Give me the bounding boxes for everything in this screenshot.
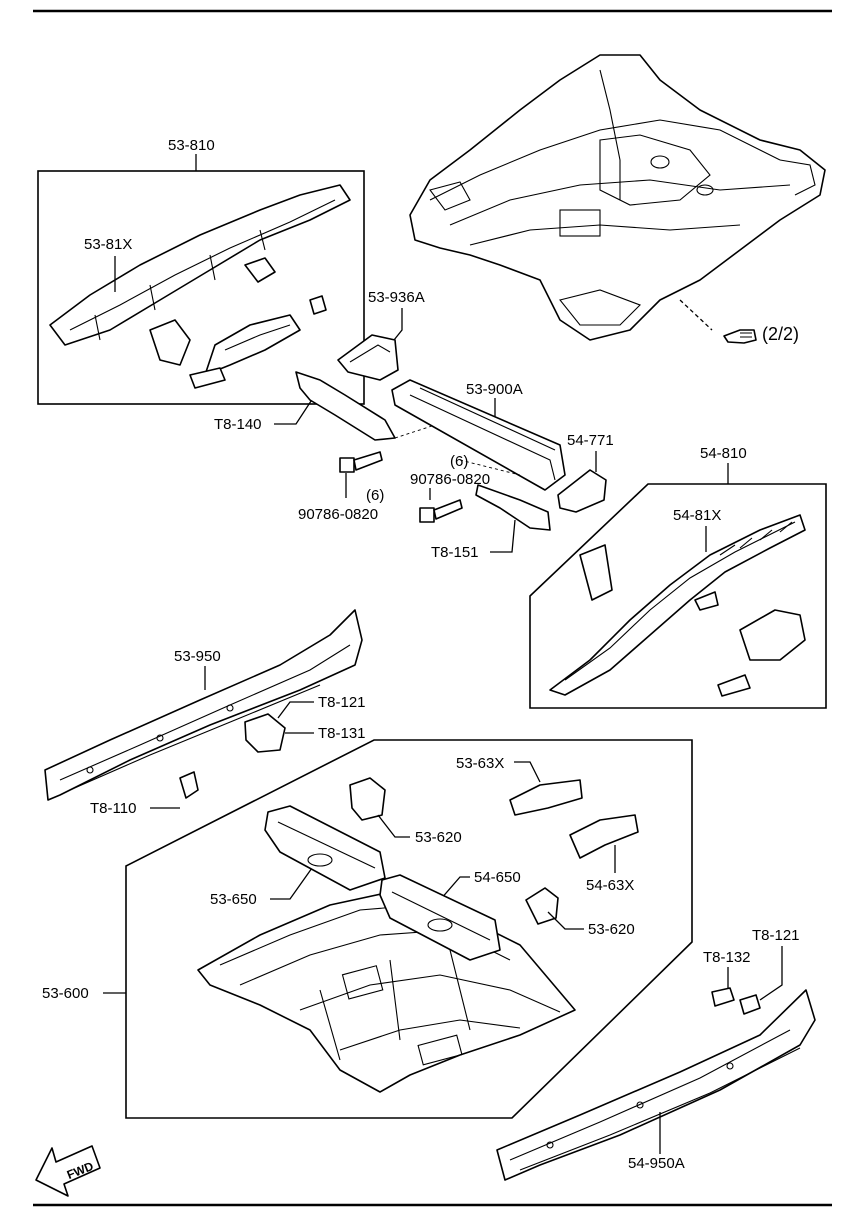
label-bolt-upper: 90786-0820 bbox=[298, 506, 378, 523]
label-53-950: 53-950 bbox=[174, 648, 221, 665]
label-bolt-lower-qty: (6) bbox=[450, 453, 468, 470]
label-53-650: 53-650 bbox=[210, 891, 257, 908]
brace-t8-151 bbox=[475, 484, 551, 531]
label-t8-110: T8-110 bbox=[90, 800, 136, 817]
crossmember-54-650 bbox=[379, 874, 501, 961]
ref-label: (2/2) bbox=[762, 324, 799, 344]
label-t8-121-left: T8-121 bbox=[318, 694, 366, 711]
reinforcement-t8-132 bbox=[711, 987, 735, 1007]
bracket-53-63x bbox=[509, 779, 583, 816]
bracket-53-936a bbox=[337, 334, 399, 381]
leader-t8-151 bbox=[490, 519, 516, 553]
bolt-upper bbox=[339, 451, 383, 473]
brace-t8-140 bbox=[295, 371, 396, 441]
bracket-54-771 bbox=[557, 469, 607, 513]
fwd-arrow-icon: FWD bbox=[35, 1145, 101, 1197]
ref-leader bbox=[679, 299, 713, 331]
bracket-53-620-upper bbox=[349, 777, 386, 821]
label-53-600: 53-600 bbox=[42, 985, 89, 1002]
rear-side-frame-left bbox=[49, 184, 351, 389]
label-t8-121-right: T8-121 bbox=[752, 927, 800, 944]
label-t8-132: T8-132 bbox=[703, 949, 751, 966]
label-53-620-lower: 53-620 bbox=[588, 921, 635, 938]
rear-side-frame-right bbox=[549, 514, 806, 697]
group-box-53-600 bbox=[125, 739, 693, 1119]
pointing-hand-icon bbox=[723, 329, 757, 344]
leader-t8-121-left bbox=[277, 701, 314, 719]
label-53-620-upper: 53-620 bbox=[415, 829, 462, 846]
label-54-63x: 54-63X bbox=[586, 877, 634, 894]
label-bolt-upper-qty: (6) bbox=[366, 487, 384, 504]
label-53-936a: 53-936A bbox=[368, 289, 425, 306]
crossmember-53-900a bbox=[391, 379, 566, 491]
label-53-900a: 53-900A bbox=[466, 381, 523, 398]
bracket-53-620-lower bbox=[525, 887, 559, 925]
label-54-950a: 54-950A bbox=[628, 1155, 685, 1172]
leader-53-63x bbox=[514, 761, 541, 783]
leader-t8-140 bbox=[274, 394, 316, 425]
side-sill-53-950 bbox=[44, 609, 363, 801]
leader-53-620-lower bbox=[547, 911, 584, 930]
label-54-81x: 54-81X bbox=[673, 507, 721, 524]
floor-pan-53-600 bbox=[197, 889, 576, 1093]
crossmember-53-650 bbox=[264, 805, 386, 891]
leader-54-650 bbox=[439, 876, 470, 901]
label-t8-140: T8-140 bbox=[214, 416, 262, 433]
leader-t8-121-right bbox=[759, 946, 783, 1001]
label-53-63x: 53-63X bbox=[456, 755, 504, 772]
bracket-t8-110 bbox=[179, 771, 199, 799]
group-box-53-810 bbox=[37, 170, 365, 405]
label-54-650: 54-650 bbox=[474, 869, 521, 886]
reinforcement-t8-131 bbox=[244, 713, 286, 753]
rear-floor-assembly bbox=[409, 54, 826, 341]
leader-53-620-upper bbox=[377, 814, 410, 838]
label-bolt-lower: 90786-0820 bbox=[410, 471, 490, 488]
group-box-54-810 bbox=[529, 483, 827, 709]
label-t8-131: T8-131 bbox=[318, 725, 366, 742]
leader-53-650 bbox=[270, 867, 313, 900]
label-t8-151: T8-151 bbox=[431, 544, 479, 561]
bolt-lower bbox=[419, 499, 463, 523]
bracket-54-63x bbox=[569, 814, 639, 859]
label-53-810: 53-810 bbox=[168, 137, 215, 154]
reinforcement-t8-121 bbox=[739, 994, 761, 1015]
label-53-81x: 53-81X bbox=[84, 236, 132, 253]
label-54-771: 54-771 bbox=[567, 432, 614, 449]
label-54-810: 54-810 bbox=[700, 445, 747, 462]
